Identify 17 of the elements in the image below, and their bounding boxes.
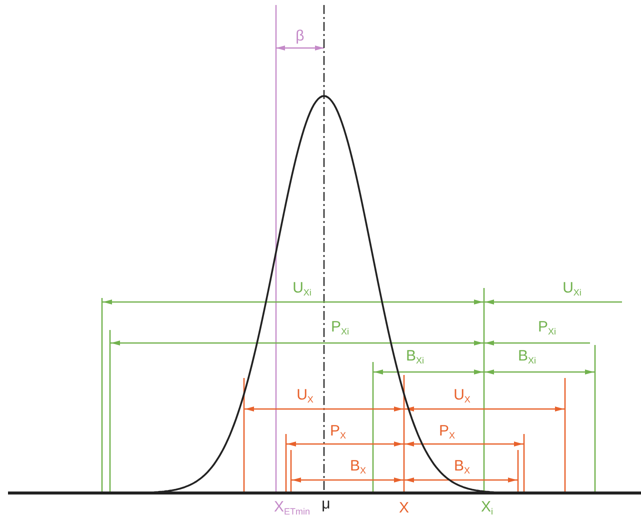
dimension-label: U$_{X}$	[296, 388, 314, 404]
dimension-label: B$_{Xi}$	[406, 348, 424, 366]
dimension-label: B$_{X}$	[350, 458, 366, 476]
dimension-label: X$_{i}$	[481, 500, 493, 516]
dimension-label: β	[296, 28, 304, 44]
dimension-label: B$_{X}$	[454, 458, 470, 476]
dimension-label: P$_{X}$	[438, 424, 456, 440]
dimension-label: X	[399, 500, 409, 516]
dimension-label: U$_{Xi}$	[292, 280, 312, 298]
dimension-label: μ	[322, 496, 330, 512]
dimension-label: P$_{Xi}$	[330, 320, 350, 336]
dimension-label: U$_{X}$	[454, 388, 470, 404]
dimension-label: X$_{ETmin}$	[274, 500, 310, 516]
dimension-label: P$_{Xi}$	[538, 320, 556, 336]
dimension-label: B$_{Xi}$	[518, 348, 536, 366]
dimension-label: U$_{Xi}$	[562, 280, 582, 298]
dimension-label: P$_{X}$	[330, 424, 346, 440]
